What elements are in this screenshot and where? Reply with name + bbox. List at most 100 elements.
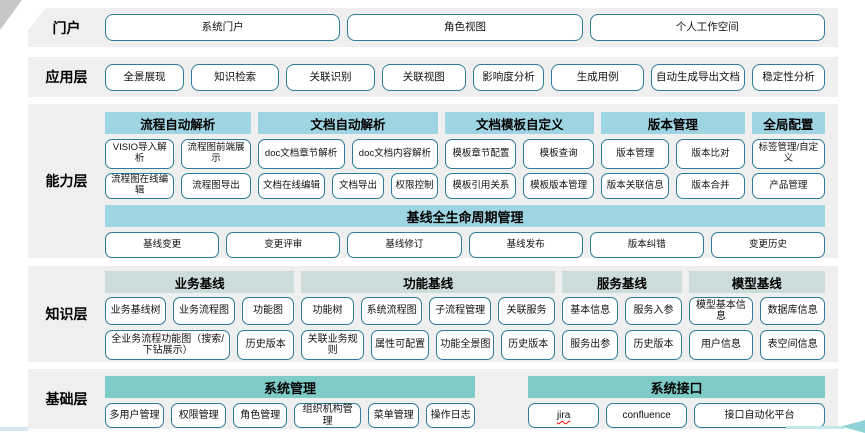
arrow-tail-line <box>786 426 844 429</box>
node-row: 模板章节配置模板查询 <box>445 139 595 169</box>
node-box: 服务入参 <box>625 297 682 325</box>
node-box: 功能全景图 <box>436 330 495 360</box>
node-row: 业务基线树业务流程图功能图 <box>105 297 295 325</box>
node-box: 系统流程图 <box>360 297 423 325</box>
bottom-edge-decoration <box>0 427 28 431</box>
node-box: 历史版本 <box>625 330 682 360</box>
node-box: 全业务流程功能图（搜索/下钻展示） <box>105 330 231 360</box>
group-header: 系统管理 <box>105 376 475 398</box>
node-box: 服务出参 <box>562 330 619 360</box>
node-box: 版本合并 <box>676 173 745 199</box>
node-box: 菜单管理 <box>368 403 420 428</box>
node-box: 版本管理 <box>601 139 670 169</box>
node-box: 角色视图 <box>347 14 583 41</box>
node-box: 文档导出 <box>332 173 384 199</box>
left-arrow-icon <box>841 420 865 433</box>
layer-content: 全景展现知识检索关联识别关联视图影响度分析生成用例自动生成导出文档稳定性分析 <box>105 57 825 97</box>
layer-band-portal: 门户 系统门户角色视图个人工作空间 <box>28 8 838 47</box>
node-box: 基线变更 <box>105 232 220 258</box>
node-box: doc文档内容解析 <box>351 139 439 169</box>
node-box: 用户信息 <box>688 330 754 360</box>
node-box: 版本比对 <box>676 139 745 169</box>
layer-content: 业务基线业务基线树业务流程图功能图全业务流程功能图（搜索/下钻展示）历史版本功能… <box>105 266 826 362</box>
node-row: 系统门户角色视图个人工作空间 <box>105 14 825 41</box>
node-box: 业务流程图 <box>173 297 235 325</box>
node-box: 标签管理/自定义 <box>751 139 825 169</box>
node-row: 多用户管理权限管理角色管理组织机构管理菜单管理操作日志 <box>105 403 475 428</box>
node-box: 权限管理 <box>171 403 227 428</box>
node-box: 自动生成导出文档 <box>650 63 746 91</box>
group-row: 业务基线业务基线树业务流程图功能图全业务流程功能图（搜索/下钻展示）历史版本功能… <box>105 271 826 360</box>
node-row: 基本信息服务入参 <box>562 297 682 325</box>
node-row: 服务出参历史版本 <box>562 330 682 360</box>
node-box: 模板版本管理 <box>523 173 595 199</box>
node-box: 历史版本 <box>501 330 556 360</box>
node-box: 子流程管理 <box>429 297 491 325</box>
node-box: 属性可配置 <box>370 330 430 360</box>
group-header: 功能基线 <box>301 271 556 293</box>
node-box: 模板引用关系 <box>445 173 517 199</box>
layer-band-application: 应用层 全景展现知识检索关联识别关联视图影响度分析生成用例自动生成导出文档稳定性分… <box>28 57 838 97</box>
layer-label: 门户 <box>52 19 81 36</box>
node-row: 用户信息表空间信息 <box>688 330 826 360</box>
node-box: 功能树 <box>301 297 354 325</box>
layer-band-knowledge: 知识层业务基线业务基线树业务流程图功能图全业务流程功能图（搜索/下钻展示）历史版… <box>28 266 838 362</box>
node-box: 权限控制 <box>390 173 439 199</box>
node-row: VISIO导入解析流程图前端展示 <box>105 139 251 169</box>
capability-group: 全局配置标签管理/自定义产品管理 <box>751 112 825 199</box>
node-box: 稳定性分析 <box>752 63 825 91</box>
knowledge-group: 服务基线基本信息服务入参服务出参历史版本 <box>562 271 682 360</box>
node-box: 基线修订 <box>347 232 462 258</box>
node-box: 产品管理 <box>751 173 825 199</box>
node-box: 数据库信息 <box>760 297 826 325</box>
node-box: 变更历史 <box>710 232 826 258</box>
node-row: 关联业务规则属性可配置功能全景图历史版本 <box>301 330 556 360</box>
node-row: 基线变更变更评审基线修订基线发布版本纠错变更历史 <box>105 232 826 258</box>
node-box: 关联业务规则 <box>301 330 364 360</box>
node-box: 关联识别 <box>286 63 375 91</box>
group-header: 服务基线 <box>562 271 682 293</box>
layer-label: 知识层 <box>45 306 88 322</box>
node-box: 生成用例 <box>551 63 644 91</box>
node-row: 标签管理/自定义 <box>751 139 825 169</box>
foundation-group: 系统管理多用户管理权限管理角色管理组织机构管理菜单管理操作日志 <box>105 376 475 428</box>
layer-label: 基础层 <box>45 391 88 407</box>
group-header: 系统接口 <box>528 376 825 398</box>
node-box: 关联服务 <box>497 297 556 325</box>
node-box: 功能图 <box>241 297 295 325</box>
node-box: 基线发布 <box>468 232 583 258</box>
group-header: 业务基线 <box>105 271 295 293</box>
node-box: 模型基本信息 <box>688 297 754 325</box>
node-box: 基本信息 <box>562 297 619 325</box>
node-box: 全景展现 <box>105 63 185 91</box>
node-box: 模板章节配置 <box>445 139 517 169</box>
node-box: 系统门户 <box>105 14 341 41</box>
node-box: confluence <box>606 403 688 428</box>
group-header: 文档自动解析 <box>257 112 439 134</box>
capability-group: 版本管理版本管理版本比对版本关联信息版本合并 <box>601 112 745 199</box>
node-row: 全业务流程功能图（搜索/下钻展示）历史版本 <box>105 330 295 360</box>
node-row: 模板引用关系模板版本管理 <box>445 173 595 199</box>
layer-content: 系统门户角色视图个人工作空间 <box>105 8 825 47</box>
node-box: 版本纠错 <box>589 232 704 258</box>
node-row: 版本管理版本比对 <box>601 139 745 169</box>
node-box: 影响度分析 <box>472 63 545 91</box>
node-box: 知识检索 <box>191 63 280 91</box>
node-box: 角色管理 <box>233 403 288 428</box>
layer-label: 应用层 <box>45 69 88 85</box>
node-box: 文档在线编辑 <box>257 173 326 199</box>
baseline-header: 基线全生命周期管理 <box>105 205 825 227</box>
node-box: 变更评审 <box>226 232 341 258</box>
node-box: jira <box>528 403 600 428</box>
node-box: 表空间信息 <box>760 330 826 360</box>
knowledge-group: 功能基线功能树系统流程图子流程管理关联服务关联业务规则属性可配置功能全景图历史版… <box>301 271 556 360</box>
node-box: doc文档章节解析 <box>257 139 345 169</box>
node-box: 操作日志 <box>426 403 475 428</box>
node-box: VISIO导入解析 <box>105 139 175 169</box>
